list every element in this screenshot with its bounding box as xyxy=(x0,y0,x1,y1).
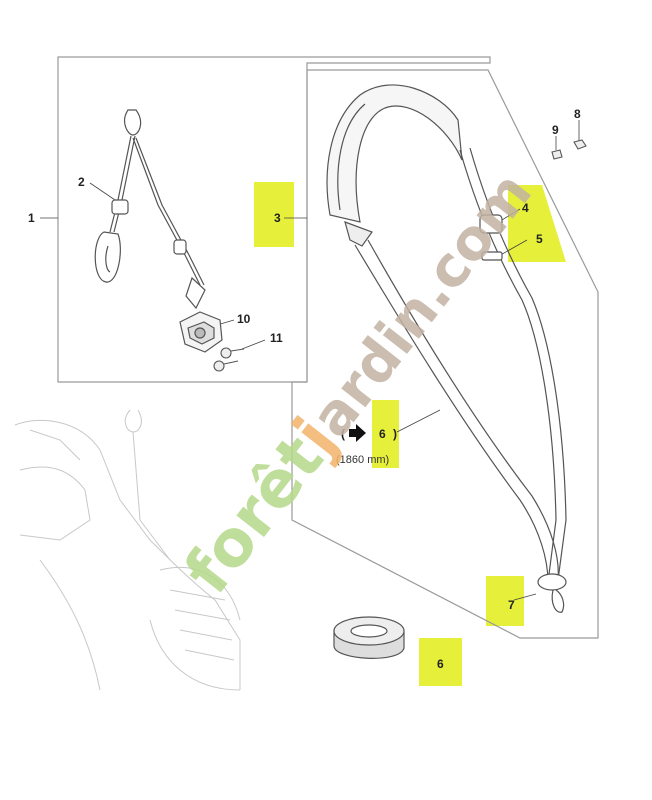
strap-length-label: (1860 mm) xyxy=(336,454,389,466)
screws-part-11 xyxy=(213,347,245,372)
open-paren: ( xyxy=(341,427,345,441)
callout-7: 7 xyxy=(508,598,515,612)
highlight-7 xyxy=(486,576,524,626)
callout-9: 9 xyxy=(552,123,559,137)
callout-8: 8 xyxy=(574,107,581,121)
clip-part-10 xyxy=(179,311,223,353)
strap-roll-part-6 xyxy=(333,616,405,659)
highlight-3 xyxy=(254,182,294,247)
highlight-6 xyxy=(372,400,399,468)
watermark-part-green: forêt xyxy=(171,422,339,607)
lanyard-part-2 xyxy=(94,109,206,310)
nut-part-9 xyxy=(551,149,563,160)
callout-6: 6 xyxy=(379,427,386,441)
callout-11: 11 xyxy=(270,331,283,345)
strap-3-frame xyxy=(291,69,599,639)
harness-strap-part-3 xyxy=(326,84,567,613)
callout-4: 4 xyxy=(522,201,529,215)
bolt-part-8 xyxy=(573,139,587,150)
callout-1: 1 xyxy=(28,211,35,225)
callout-2: 2 xyxy=(78,175,85,189)
callout-6b: 6 xyxy=(437,657,444,671)
kit-1-frame xyxy=(57,56,491,383)
callout-3: 3 xyxy=(274,211,281,225)
callout-6-group: ( 6 ) (1860 mm) xyxy=(336,424,397,466)
callout-10: 10 xyxy=(237,312,251,326)
machine-sketch xyxy=(14,409,241,691)
close-paren: ) xyxy=(393,427,397,441)
highlight-6b xyxy=(419,638,462,686)
callout-5: 5 xyxy=(536,232,543,246)
arrow-right-icon xyxy=(349,424,366,442)
